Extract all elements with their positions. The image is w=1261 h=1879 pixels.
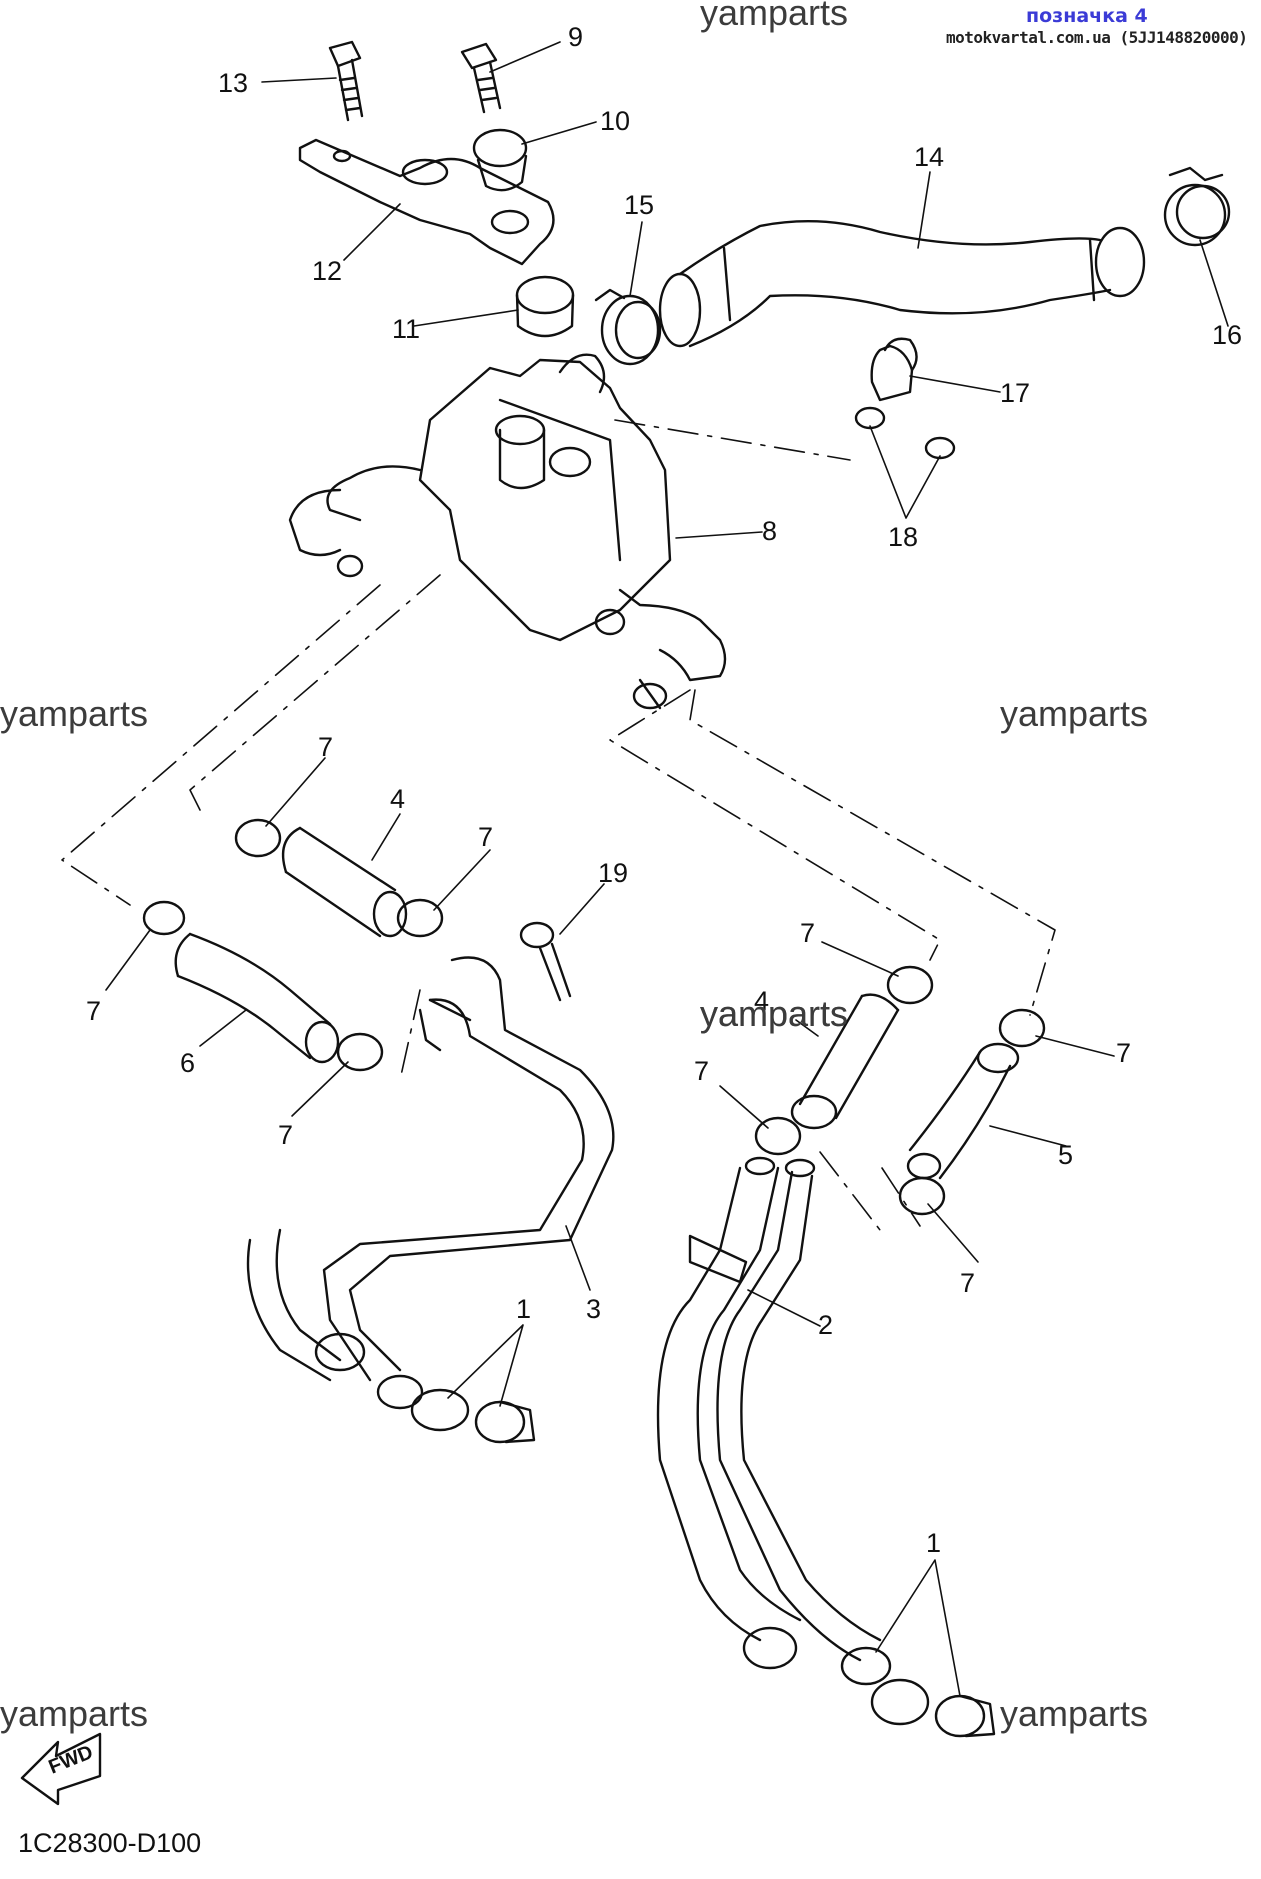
callout-14: 14: [914, 142, 944, 172]
site-reference: motokvartal.com.ua (5JJ148820000): [946, 28, 1248, 47]
watermark: yamparts: [1000, 693, 1149, 734]
bolt-9-icon: [460, 42, 502, 114]
callout-13: 13: [218, 68, 248, 98]
callout-9: 9: [568, 22, 583, 52]
callout-16: 16: [1212, 320, 1242, 350]
hose-4-lower-icon: [790, 993, 900, 1130]
callout-7: 7: [318, 732, 333, 762]
bolt-13-icon: [328, 40, 364, 122]
callout-1: 1: [516, 1294, 531, 1324]
hose-17-icon: [870, 337, 918, 402]
callout-10: 10: [600, 106, 630, 136]
callout-7: 7: [800, 918, 815, 948]
bolt-19-icon: [519, 921, 572, 1002]
hose-6-icon: [174, 932, 340, 1064]
grommet-11-icon: [515, 275, 575, 338]
callout-1: 1: [926, 1528, 941, 1558]
diagram-badge: позначка 4: [1026, 5, 1148, 27]
callout-4: 4: [390, 784, 405, 814]
pipe-2-icon: [656, 1156, 996, 1738]
watermark-overlay: yamparts: [700, 993, 849, 1034]
callout-4: 4: [754, 986, 769, 1016]
hose-5-icon: [906, 1042, 1020, 1180]
reed-valve-8-icon: [288, 353, 727, 710]
callout-5: 5: [1058, 1140, 1073, 1170]
callout-3: 3: [586, 1294, 601, 1324]
hose-14-icon: [658, 220, 1146, 348]
hose-4-icon: [281, 826, 408, 938]
diagram-code: 1C28300-D100: [18, 1828, 202, 1858]
routing-guide-lines: [61, 419, 1056, 1231]
callout-19: 19: [598, 858, 628, 888]
callout-12: 12: [312, 256, 342, 286]
watermark: yamparts: [0, 1693, 149, 1734]
callout-7: 7: [278, 1120, 293, 1150]
callout-11: 11: [392, 314, 420, 344]
bracket-12-icon: [298, 138, 555, 266]
callout-8: 8: [762, 516, 777, 546]
pipe-3-icon: [246, 956, 615, 1444]
grommet-10-icon: [472, 128, 528, 192]
callout-6: 6: [180, 1048, 195, 1078]
callout-17: 17: [1000, 378, 1030, 408]
clamp-16-icon: [1163, 166, 1231, 247]
watermark: yamparts: [700, 993, 849, 1034]
watermark: yamparts: [0, 693, 149, 734]
clamp-7-icon: [142, 818, 1046, 1216]
leader-lines: [105, 41, 1229, 1697]
callout-7: 7: [694, 1056, 709, 1086]
watermark: yamparts: [1000, 1693, 1149, 1734]
callout-7: 7: [960, 1268, 975, 1298]
clamp-15-icon: [594, 288, 662, 366]
forward-arrow-icon: [20, 1732, 102, 1806]
watermark: yamparts: [700, 0, 849, 33]
callout-2: 2: [818, 1310, 833, 1340]
clip-18-icon: [854, 406, 956, 460]
callout-18: 18: [888, 522, 918, 552]
callout-7: 7: [1116, 1038, 1131, 1068]
callout-15: 15: [624, 190, 654, 220]
callout-labels: 13 9 10 12 11 15 14 16 17 18 8 7 4 7 19 …: [86, 22, 1242, 1558]
callout-7: 7: [86, 996, 101, 1026]
callout-7: 7: [478, 822, 493, 852]
